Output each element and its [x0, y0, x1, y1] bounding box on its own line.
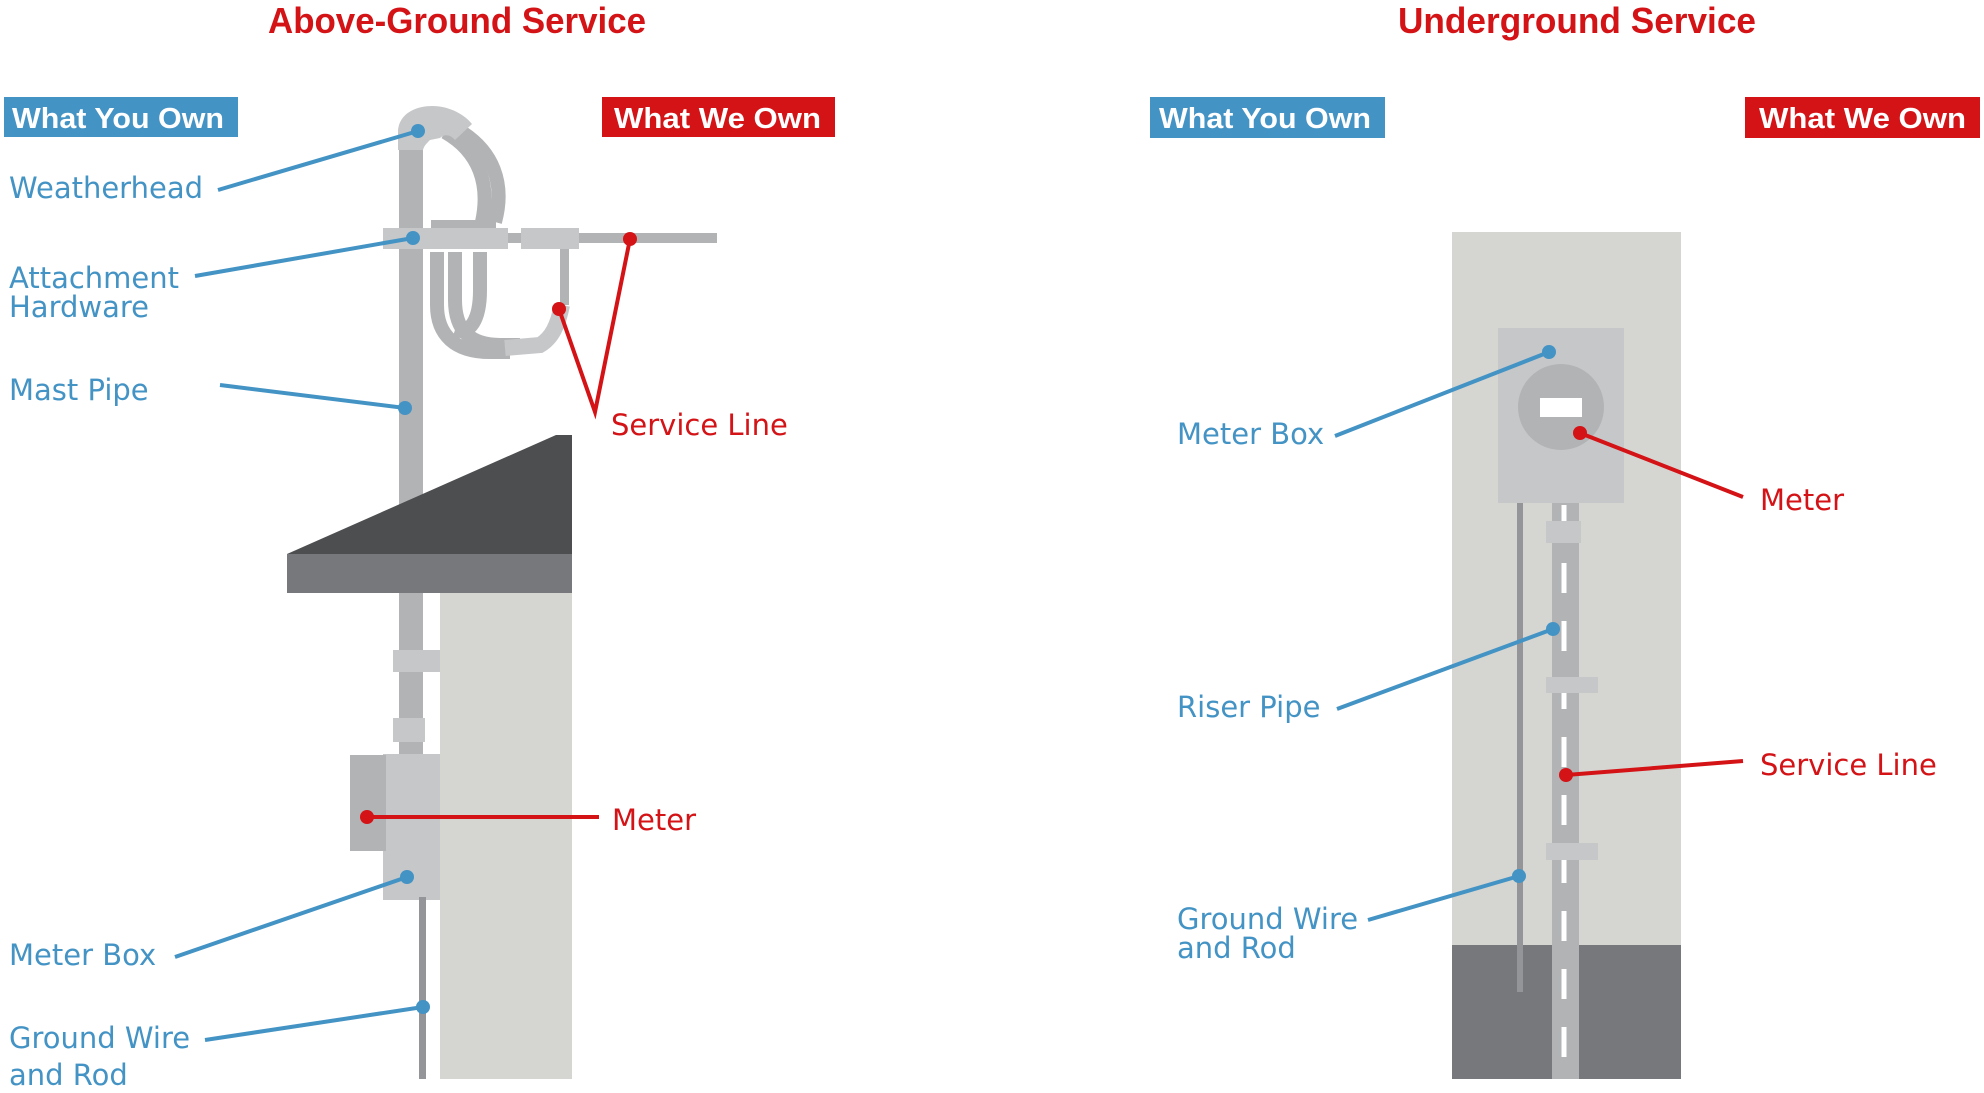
- label-meter: Meter: [612, 803, 696, 837]
- label-ground-wire-2: and Rod: [1177, 931, 1296, 965]
- meter-display: [1540, 398, 1582, 417]
- label-service-line: Service Line: [1760, 748, 1937, 782]
- dot-ground: [1512, 869, 1526, 883]
- label-weatherhead: Weatherhead: [9, 171, 203, 205]
- above-ground-section: Above-Ground Service What You Own What W…: [4, 0, 835, 1092]
- we-own-badge-bg: [1745, 97, 1980, 138]
- leader-meter-box: [174, 875, 408, 959]
- label-riser-pipe: Riser Pipe: [1177, 690, 1320, 724]
- house-wall: [440, 593, 572, 1079]
- we-own-badge-text: What We Own: [614, 103, 821, 135]
- label-meter-box: Meter Box: [1177, 417, 1324, 451]
- you-own-badge-bg: [1150, 97, 1385, 138]
- above-ground-we-own-badge: What We Own: [602, 97, 835, 137]
- dot-meter-box: [1542, 345, 1556, 359]
- underground-leaders: [1334, 345, 1744, 922]
- underground-section: Underground Service What You Own What We…: [1150, 0, 1980, 1079]
- dot-meter: [1573, 426, 1587, 440]
- above-ground-you-own-badge: What You Own: [4, 97, 238, 137]
- label-meter-box: Meter Box: [9, 938, 156, 972]
- weatherhead: [398, 106, 472, 150]
- meter: [350, 755, 386, 851]
- roof: [287, 435, 572, 554]
- you-own-badge-bg: [4, 97, 238, 137]
- mast-clamp: [393, 650, 440, 672]
- dot-meter: [360, 810, 374, 824]
- dot-attachment: [406, 231, 420, 245]
- leader-attachment: [194, 236, 414, 278]
- you-own-badge-text: What You Own: [1159, 103, 1371, 135]
- above-ground-title: Above-Ground Service: [268, 0, 646, 41]
- riser-clamp: [1546, 521, 1581, 543]
- riser-clamp: [1546, 677, 1598, 693]
- underground-we-own-badge: What We Own: [1745, 97, 1980, 138]
- leader-mast-pipe: [219, 383, 406, 410]
- mast-clamp: [393, 718, 425, 742]
- leader-ground: [204, 1005, 424, 1042]
- label-attachment-hardware-1: Attachment: [9, 261, 179, 295]
- leader-meter: [1579, 431, 1744, 499]
- ground-wire: [419, 897, 426, 1079]
- you-own-badge-text: What You Own: [12, 103, 224, 135]
- leader-riser-pipe: [1336, 627, 1554, 711]
- leader-ground: [1367, 874, 1520, 922]
- label-ground-wire-2: and Rod: [9, 1058, 128, 1092]
- underground-you-own-badge: What You Own: [1150, 97, 1385, 138]
- above-ground-leaders: [174, 124, 637, 1042]
- label-attachment-hardware-2: Hardware: [9, 290, 149, 324]
- label-service-line: Service Line: [611, 408, 788, 442]
- dot-meter-box: [400, 870, 414, 884]
- label-ground-wire-1: Ground Wire: [9, 1021, 190, 1055]
- roof-fascia: [287, 554, 572, 593]
- riser-clamp: [1546, 843, 1598, 860]
- dot-mast-pipe: [398, 401, 412, 415]
- leader-weatherhead: [217, 129, 419, 192]
- leader-service-line: [557, 238, 632, 420]
- dot-service-line-1: [623, 232, 637, 246]
- label-mast-pipe: Mast Pipe: [9, 373, 149, 407]
- service-drop-line: [500, 233, 717, 243]
- ground-wire: [1517, 501, 1523, 992]
- dot-service-line: [1559, 768, 1573, 782]
- service-connector: [521, 228, 579, 249]
- leader-service-line: [1565, 759, 1744, 777]
- dot-service-line-2: [552, 302, 566, 316]
- dot-ground: [416, 1000, 430, 1014]
- we-own-badge-text: What We Own: [1759, 103, 1966, 135]
- label-meter: Meter: [1760, 483, 1844, 517]
- we-own-badge-bg: [602, 97, 835, 137]
- leader-meter-box: [1334, 350, 1550, 438]
- dot-riser-pipe: [1546, 622, 1560, 636]
- dot-weatherhead: [411, 124, 425, 138]
- underground-title: Underground Service: [1398, 0, 1756, 41]
- label-ground-wire-1: Ground Wire: [1177, 902, 1358, 936]
